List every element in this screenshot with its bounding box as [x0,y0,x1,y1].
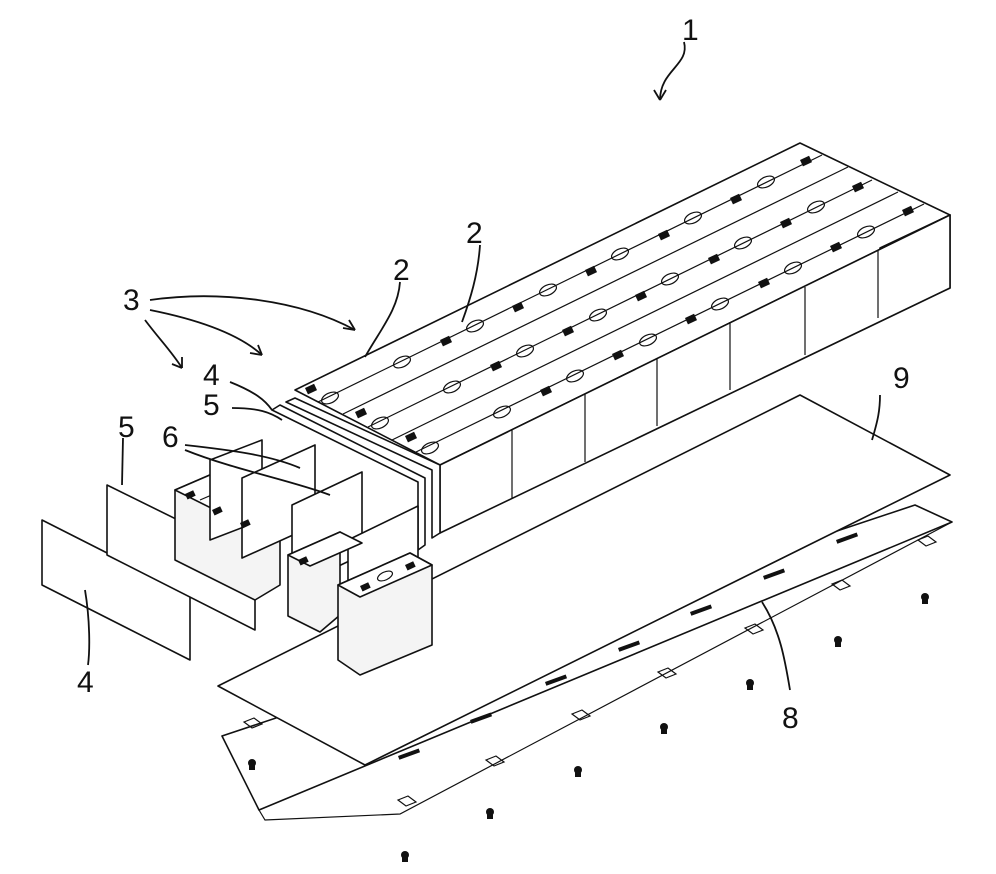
label-8: 8 [782,702,799,735]
label-4-left: 4 [77,666,94,699]
label-1: 1 [682,14,699,47]
label-6: 6 [162,421,179,454]
label-5-mid: 5 [203,389,220,422]
exploded-parts [42,440,432,675]
label-4-mid: 4 [203,359,220,392]
label-5-left: 5 [118,411,135,444]
label-2-left: 2 [393,254,410,287]
label-3: 3 [123,284,140,317]
label-9: 9 [893,362,910,395]
label-2-right: 2 [466,217,483,250]
